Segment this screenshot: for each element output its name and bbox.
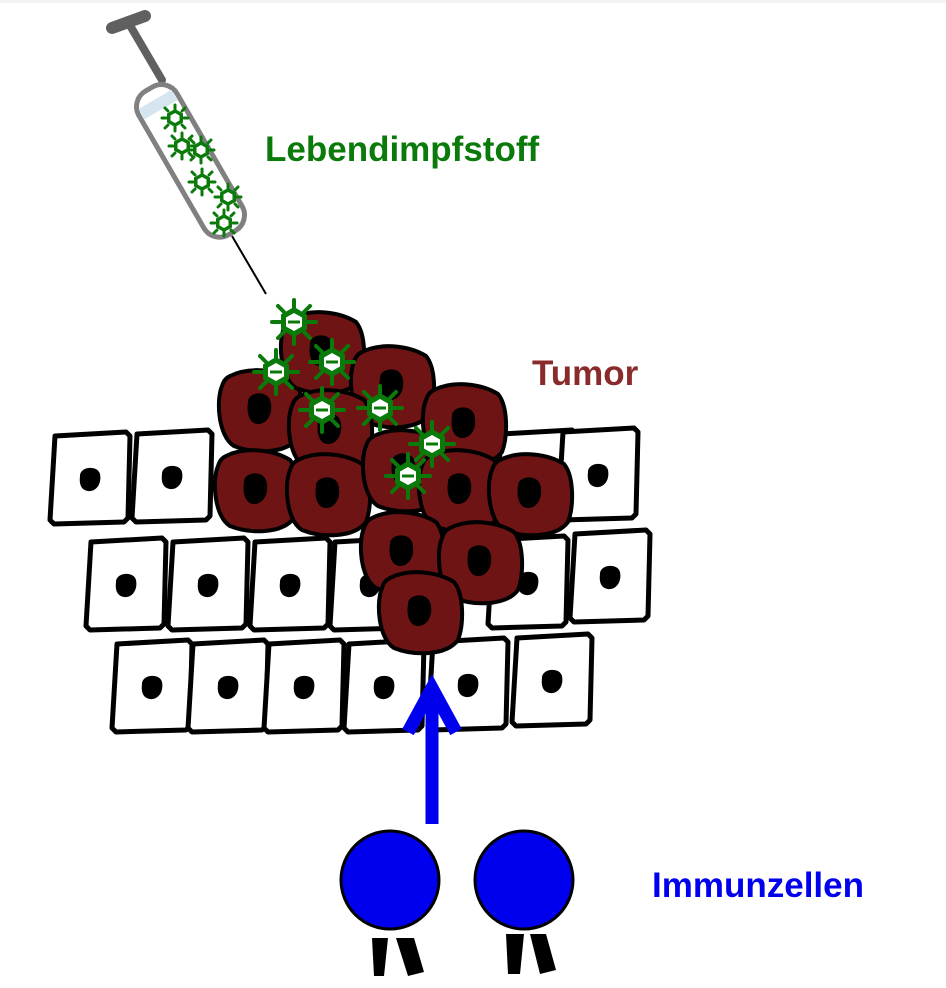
arrow-up-icon <box>402 674 462 824</box>
immune-cell-icon <box>473 829 575 974</box>
virus-icon <box>213 182 243 212</box>
healthy-cell <box>86 538 166 630</box>
top-border-line <box>0 0 946 3</box>
virus-icon <box>167 131 197 161</box>
healthy-cell <box>168 538 248 630</box>
virus-icon <box>187 167 217 197</box>
healthy-cell <box>264 640 344 732</box>
tumor-cell <box>376 570 465 656</box>
virus-icon <box>308 338 356 386</box>
immune-cell-icon <box>339 829 441 976</box>
virus-icon <box>209 208 239 238</box>
virus-icon <box>384 452 432 500</box>
healthy-cell <box>112 640 192 732</box>
tumor-cell <box>284 452 373 538</box>
vaccine-label: Lebendimpfstoff <box>265 130 540 169</box>
immune-cells-label: Immunzellen <box>652 866 864 905</box>
healthy-cell <box>512 634 592 726</box>
virus-icon <box>160 103 190 133</box>
virus-icon <box>270 298 318 346</box>
healthy-cell <box>188 640 268 732</box>
virus-icon <box>186 135 216 165</box>
virus-icon <box>298 386 346 434</box>
healthy-cell <box>132 430 212 522</box>
healthy-cell <box>250 538 330 630</box>
tumor-label: Tumor <box>532 354 639 393</box>
tumor-cell <box>486 452 575 538</box>
virus-icon <box>356 384 404 432</box>
healthy-cell <box>50 432 130 524</box>
virus-icon <box>408 420 456 468</box>
healthy-cell <box>570 530 650 622</box>
virus-icon <box>252 348 300 396</box>
